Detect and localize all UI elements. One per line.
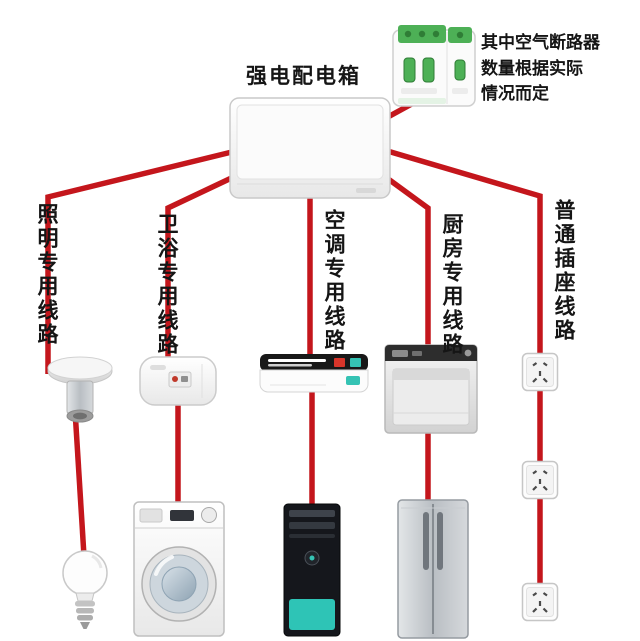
wire-lighting-lower <box>72 409 87 557</box>
wire-kitchen <box>378 170 431 352</box>
breaker-note-line-3: 情况而定 <box>481 84 549 104</box>
circuit-label-aircon: 空调专用线路 <box>322 209 346 353</box>
circuit-breaker <box>390 22 478 110</box>
wall-socket-3 <box>521 582 559 622</box>
water-heater-icon <box>138 352 218 410</box>
wire-lighting <box>45 147 241 374</box>
wire-bathroom <box>165 170 244 364</box>
distribution-box-label: 强电配电箱 <box>246 64 361 88</box>
breaker-note-line-2: 数量根据实际 <box>481 58 583 79</box>
light-bulb-icon <box>62 548 108 634</box>
distribution-box <box>228 96 392 200</box>
washing-machine-icon <box>132 500 226 638</box>
wall-socket-1 <box>521 352 559 392</box>
dishwasher-icon <box>383 343 479 435</box>
ceiling-lamp-icon <box>46 356 114 430</box>
refrigerator-icon <box>396 498 470 640</box>
breaker-note-line-1: 其中空气断路器 <box>481 33 600 53</box>
air-conditioner-icon <box>258 352 370 398</box>
wall-socket-2 <box>521 460 559 500</box>
computer-tower-icon <box>282 502 342 638</box>
circuit-label-bathroom: 卫浴专用线路 <box>155 213 179 357</box>
breaker-note: 其中空气断路器 数量根据实际 情况而定 <box>481 31 639 108</box>
circuit-label-kitchen: 厨房专用线路 <box>440 213 464 357</box>
circuit-label-sockets: 普通插座线路 <box>552 199 576 343</box>
circuit-label-lighting: 照明专用线路 <box>35 203 59 347</box>
